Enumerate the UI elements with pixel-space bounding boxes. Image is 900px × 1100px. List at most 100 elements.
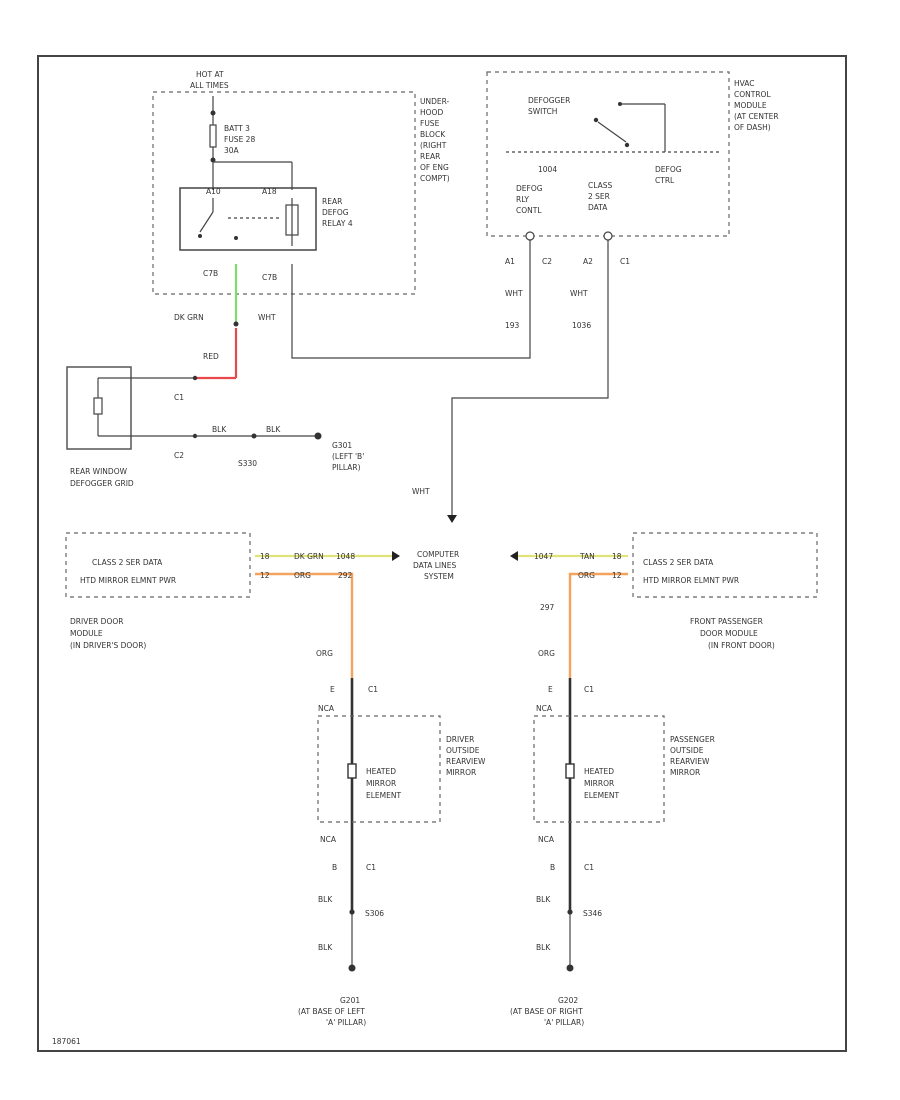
svg-text:NCA: NCA: [320, 835, 337, 844]
wire-label: ORG: [316, 649, 333, 658]
svg-text:FUSE: FUSE: [420, 119, 440, 128]
svg-text:MODULE: MODULE: [734, 101, 767, 110]
connector-label: C2: [174, 451, 184, 460]
diagram-frame: [37, 55, 847, 1052]
ground-label: PILLAR): [332, 463, 361, 472]
svg-text:B: B: [332, 863, 337, 872]
module-label: (IN DRIVER'S DOOR): [70, 641, 146, 650]
ground-label: G301: [332, 441, 352, 450]
svg-text:292: 292: [338, 571, 353, 580]
relay-pin: A10: [206, 187, 221, 196]
ground-label: 'A' PILLAR): [544, 1018, 584, 1027]
svg-text:COMPUTER: COMPUTER: [417, 550, 459, 559]
module-label: MODULE: [70, 629, 103, 638]
hvac-label: HVAC CONTROL MODULE (AT CENTER OF DASH): [734, 79, 779, 132]
svg-text:BLK: BLK: [318, 895, 333, 904]
svg-text:BLOCK: BLOCK: [420, 130, 446, 139]
svg-text:UNDER-: UNDER-: [420, 97, 450, 106]
connector-label: C7B: [203, 269, 218, 278]
white-wire-1036: [451, 240, 609, 515]
mirror-label: REARVIEW: [446, 757, 486, 766]
svg-text:1047: 1047: [534, 552, 553, 561]
svg-text:MIRROR: MIRROR: [366, 779, 396, 788]
mirror-label: MIRROR: [670, 768, 700, 777]
pin-label: A2: [583, 257, 593, 266]
svg-text:18: 18: [612, 552, 622, 561]
svg-text:(AT CENTER: (AT CENTER: [734, 112, 779, 121]
heater-element-icon: [565, 763, 575, 779]
ground-label: (LEFT 'B': [332, 452, 364, 461]
class2-label: DATA: [588, 203, 608, 212]
driver-door-module: CLASS 2 SER DATA HTD MIRROR ELMNT PWR DR…: [65, 532, 251, 650]
mirror-label: OUTSIDE: [446, 746, 480, 755]
grid-label: DEFOGGER GRID: [70, 479, 134, 488]
pin-label: C2: [542, 257, 552, 266]
driver-outside-mirror: ORG E C1 NCA HEATED MIRROR ELEMENT DRIVE…: [298, 649, 486, 1027]
module-label: DRIVER DOOR: [70, 617, 123, 626]
fuse-block-label: UNDER- HOOD FUSE BLOCK (RIGHT REAR OF EN…: [420, 97, 450, 183]
svg-text:HEATED: HEATED: [366, 767, 396, 776]
pin-label: C1: [620, 257, 630, 266]
svg-text:HVAC: HVAC: [734, 79, 755, 88]
wire-label: BLK: [212, 425, 227, 434]
svg-text:HOOD: HOOD: [420, 108, 443, 117]
svg-text:BLK: BLK: [536, 943, 551, 952]
svg-text:HEATED: HEATED: [584, 767, 614, 776]
svg-text:CLASS 2 SER DATA: CLASS 2 SER DATA: [92, 558, 163, 567]
svg-text:12: 12: [612, 571, 622, 580]
splice-label: S330: [238, 459, 257, 468]
svg-text:DK GRN: DK GRN: [294, 552, 324, 561]
rear-defog-relay: [179, 187, 317, 251]
grid-element-icon: [93, 397, 103, 415]
module-label: (IN FRONT DOOR): [708, 641, 775, 650]
circuit-label: 1036: [572, 321, 591, 330]
signal-label: 1004: [538, 165, 557, 174]
mirror-label: MIRROR: [446, 768, 476, 777]
svg-text:ELEMENT: ELEMENT: [366, 791, 401, 800]
mirror-label: REARVIEW: [670, 757, 710, 766]
relay-ctrl-label: RLY: [516, 195, 529, 204]
svg-text:ORG: ORG: [578, 571, 595, 580]
switch-label: DEFOGGER: [528, 96, 570, 105]
svg-text:E: E: [330, 685, 335, 694]
passenger-outside-mirror: ORG E C1 NCA HEATED MIRROR ELEMENT PASSE…: [510, 649, 715, 1027]
svg-text:C1: C1: [584, 685, 594, 694]
figure-id: 187061: [52, 1037, 81, 1046]
svg-text:297: 297: [540, 603, 555, 612]
svg-text:NCA: NCA: [536, 704, 553, 713]
svg-text:OF ENG: OF ENG: [420, 163, 449, 172]
wire-label: WHT: [258, 313, 276, 322]
fuse-label: 30A: [224, 146, 240, 155]
relay-ctrl-label: CONTL: [516, 206, 542, 215]
svg-text:NCA: NCA: [538, 835, 555, 844]
fuse-icon: [209, 124, 217, 148]
wire-label: DK GRN: [174, 313, 204, 322]
rear-window-defogger-grid: C1 C2 REAR WINDOW DEFOGGER GRID: [66, 366, 198, 488]
underhood-fuse-block: HOT AT ALL TIMES BATT 3 FUSE 28 30A A10 …: [152, 70, 450, 295]
svg-text:NCA: NCA: [318, 704, 335, 713]
wire-label: ORG: [538, 649, 555, 658]
ground-label: G202: [558, 996, 578, 1005]
computer-data-lines-system: COMPUTER DATA LINES SYSTEM: [413, 550, 459, 581]
splice-icon: [567, 909, 573, 915]
connector-pin-icon: [603, 231, 613, 241]
connector-label: C1: [174, 393, 184, 402]
svg-text:HTD MIRROR ELMNT PWR: HTD MIRROR ELMNT PWR: [643, 576, 739, 585]
wire-label: WHT: [570, 289, 588, 298]
svg-text:BLK: BLK: [536, 895, 551, 904]
relay-coil-icon: [285, 204, 299, 236]
svg-text:C1: C1: [366, 863, 376, 872]
svg-text:SYSTEM: SYSTEM: [424, 572, 454, 581]
svg-text:B: B: [550, 863, 555, 872]
svg-text:CONTROL: CONTROL: [734, 90, 771, 99]
arrow-icon: [510, 551, 518, 561]
module-label: DOOR MODULE: [700, 629, 758, 638]
svg-text:ELEMENT: ELEMENT: [584, 791, 619, 800]
svg-text:DATA LINES: DATA LINES: [413, 561, 456, 570]
svg-text:ORG: ORG: [294, 571, 311, 580]
relay-label: DEFOG: [322, 208, 349, 217]
svg-text:COMPT): COMPT): [420, 174, 450, 183]
ground-label: (AT BASE OF LEFT: [298, 1007, 365, 1016]
svg-text:TAN: TAN: [579, 552, 595, 561]
